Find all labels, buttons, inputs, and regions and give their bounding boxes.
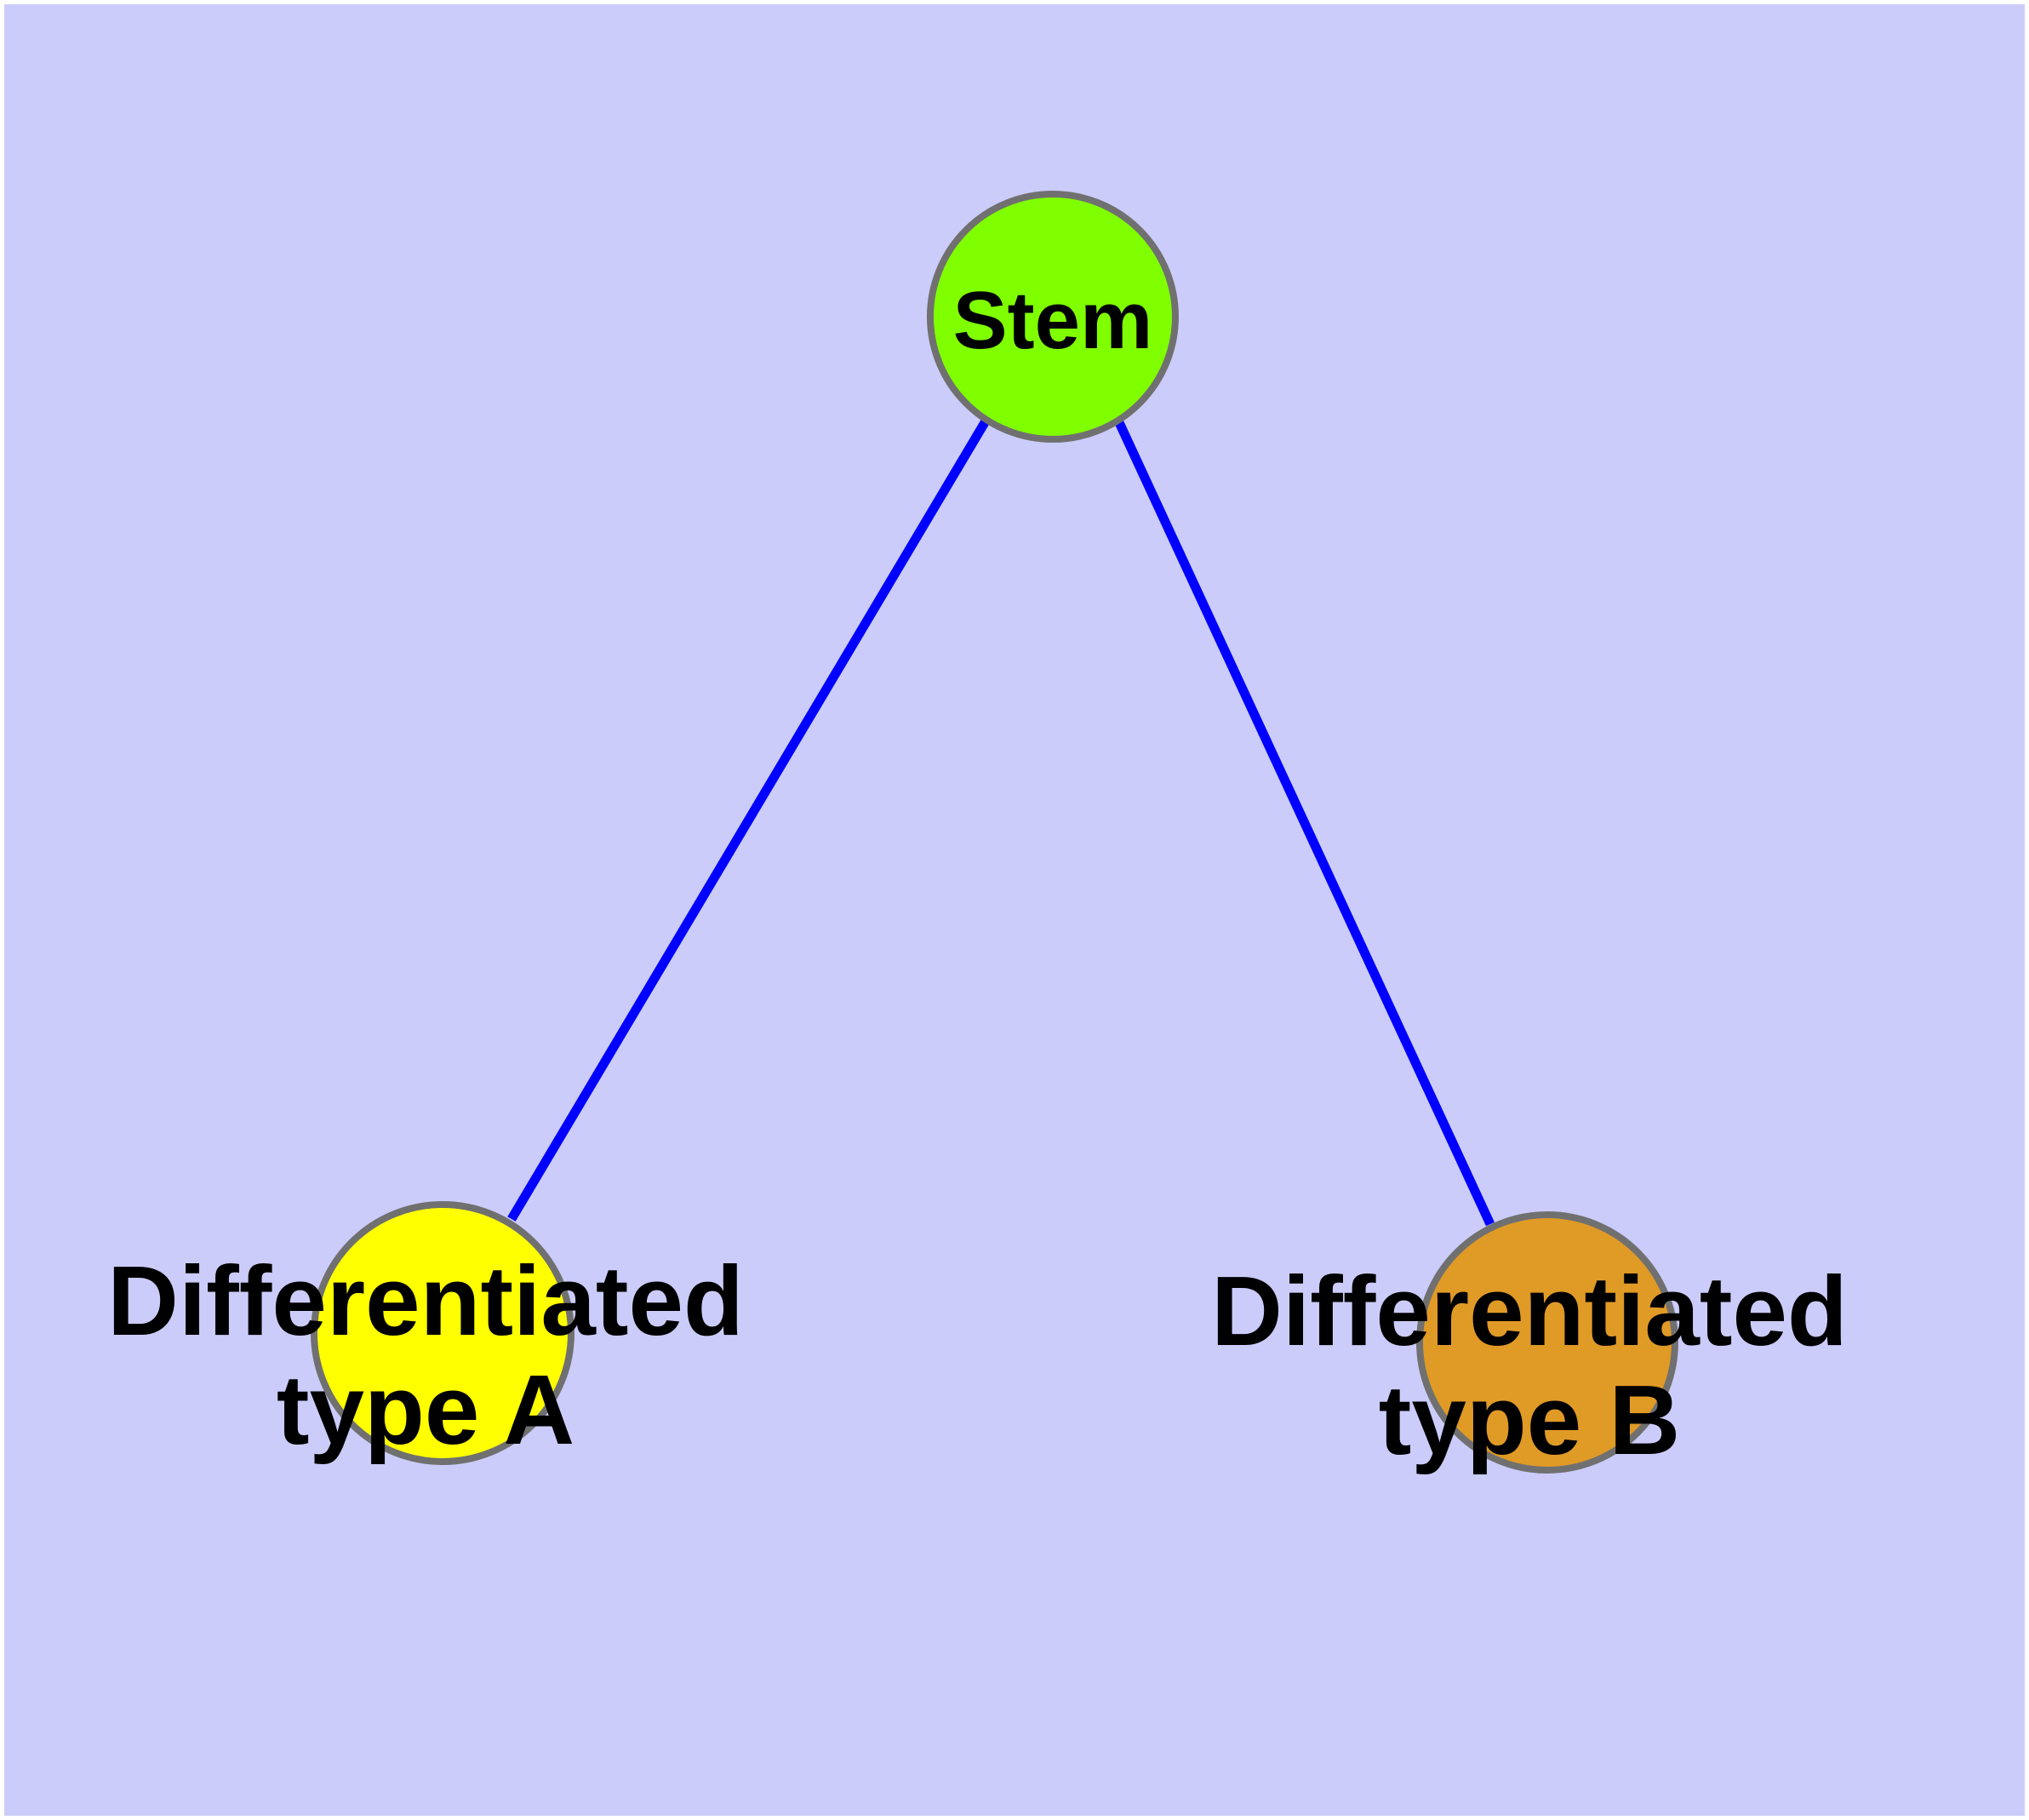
node-differentiated-type-a-circle[interactable]	[311, 1201, 574, 1465]
node-differentiated-type-b-label-line-2: type B	[1379, 1365, 1681, 1475]
edge-layer	[507, 416, 1495, 1227]
node-differentiated-type-b-label-line-1: Differentiated	[1211, 1256, 1848, 1366]
node-differentiated-type-a-label-line-1: Differentiated	[107, 1245, 744, 1356]
label-layer: Stem Differentiated type A Differentiate…	[107, 275, 1848, 1475]
edge-stem-to-differentiated-type-b[interactable]	[1113, 416, 1495, 1227]
node-differentiated-type-a[interactable]	[311, 1201, 574, 1465]
node-stem[interactable]	[927, 191, 1179, 443]
node-differentiated-type-b[interactable]	[1416, 1211, 1678, 1474]
edge-stem-to-differentiated-type-a[interactable]	[507, 417, 991, 1222]
node-stem-circle[interactable]	[927, 191, 1179, 443]
node-layer	[311, 191, 1678, 1474]
node-stem-label: Stem	[953, 275, 1153, 366]
node-differentiated-type-b-circle[interactable]	[1416, 1211, 1678, 1474]
node-differentiated-type-a-label-line-2: type A	[277, 1354, 574, 1465]
